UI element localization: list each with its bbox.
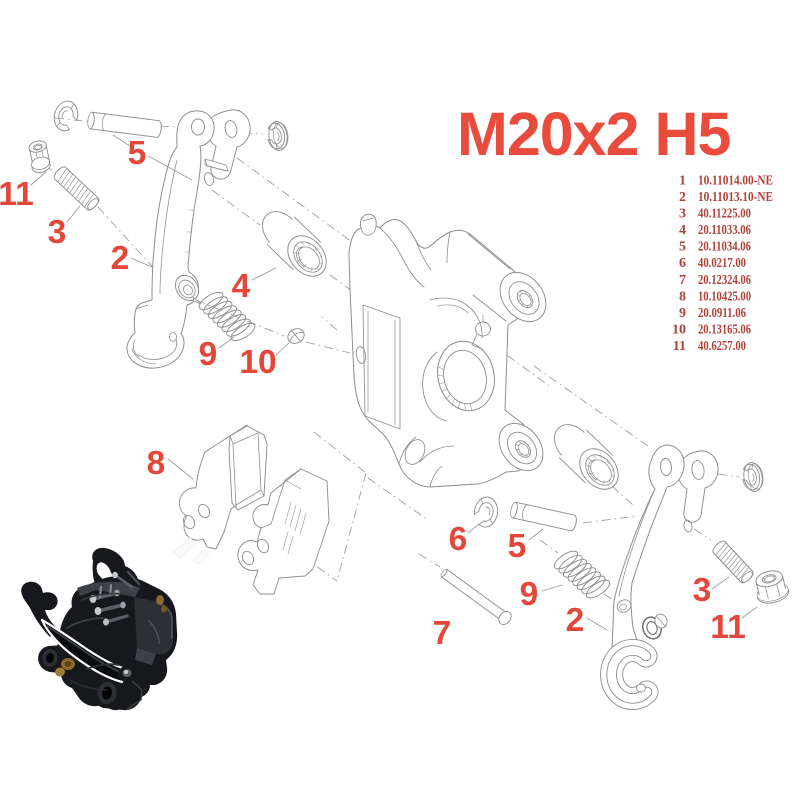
svg-text:20.0911.06: 20.0911.06 <box>698 306 746 321</box>
svg-text:11: 11 <box>0 176 34 213</box>
svg-text:6: 6 <box>449 521 468 558</box>
svg-text:9: 9 <box>679 306 686 321</box>
svg-text:40.11225.00: 40.11225.00 <box>698 207 751 222</box>
svg-text:9: 9 <box>520 576 539 613</box>
svg-text:40.6257.00: 40.6257.00 <box>698 339 746 354</box>
svg-text:10: 10 <box>672 323 686 338</box>
svg-text:11: 11 <box>710 609 745 646</box>
svg-text:2: 2 <box>566 602 585 639</box>
svg-text:3: 3 <box>48 214 67 251</box>
svg-text:20.11033.06: 20.11033.06 <box>698 223 751 238</box>
svg-text:20.11034.06: 20.11034.06 <box>698 240 751 255</box>
svg-text:5: 5 <box>128 135 147 172</box>
svg-text:2: 2 <box>111 240 130 277</box>
svg-text:20.13165.06: 20.13165.06 <box>698 323 751 338</box>
svg-text:10.11013.10-NE: 10.11013.10-NE <box>698 190 773 205</box>
svg-text:1: 1 <box>679 174 686 189</box>
svg-text:3: 3 <box>679 207 686 222</box>
svg-text:9: 9 <box>199 336 218 373</box>
svg-text:2: 2 <box>679 190 686 205</box>
svg-text:M20x2 H5: M20x2 H5 <box>457 100 731 168</box>
svg-text:5: 5 <box>679 240 686 255</box>
svg-text:40.0217.00: 40.0217.00 <box>698 256 746 271</box>
svg-text:11: 11 <box>673 339 686 354</box>
svg-text:20.12324.06: 20.12324.06 <box>698 273 751 288</box>
svg-text:8: 8 <box>679 289 686 304</box>
svg-text:10.10425.00: 10.10425.00 <box>698 289 751 304</box>
svg-text:6: 6 <box>679 256 686 271</box>
svg-text:7: 7 <box>679 273 686 288</box>
svg-text:4: 4 <box>679 223 686 238</box>
svg-text:4: 4 <box>232 268 251 305</box>
svg-text:10: 10 <box>239 344 276 381</box>
svg-text:3: 3 <box>693 572 712 609</box>
svg-text:5: 5 <box>508 528 527 565</box>
svg-text:10.11014.00-NE: 10.11014.00-NE <box>698 174 773 189</box>
svg-text:8: 8 <box>147 445 166 482</box>
svg-text:7: 7 <box>433 615 452 652</box>
